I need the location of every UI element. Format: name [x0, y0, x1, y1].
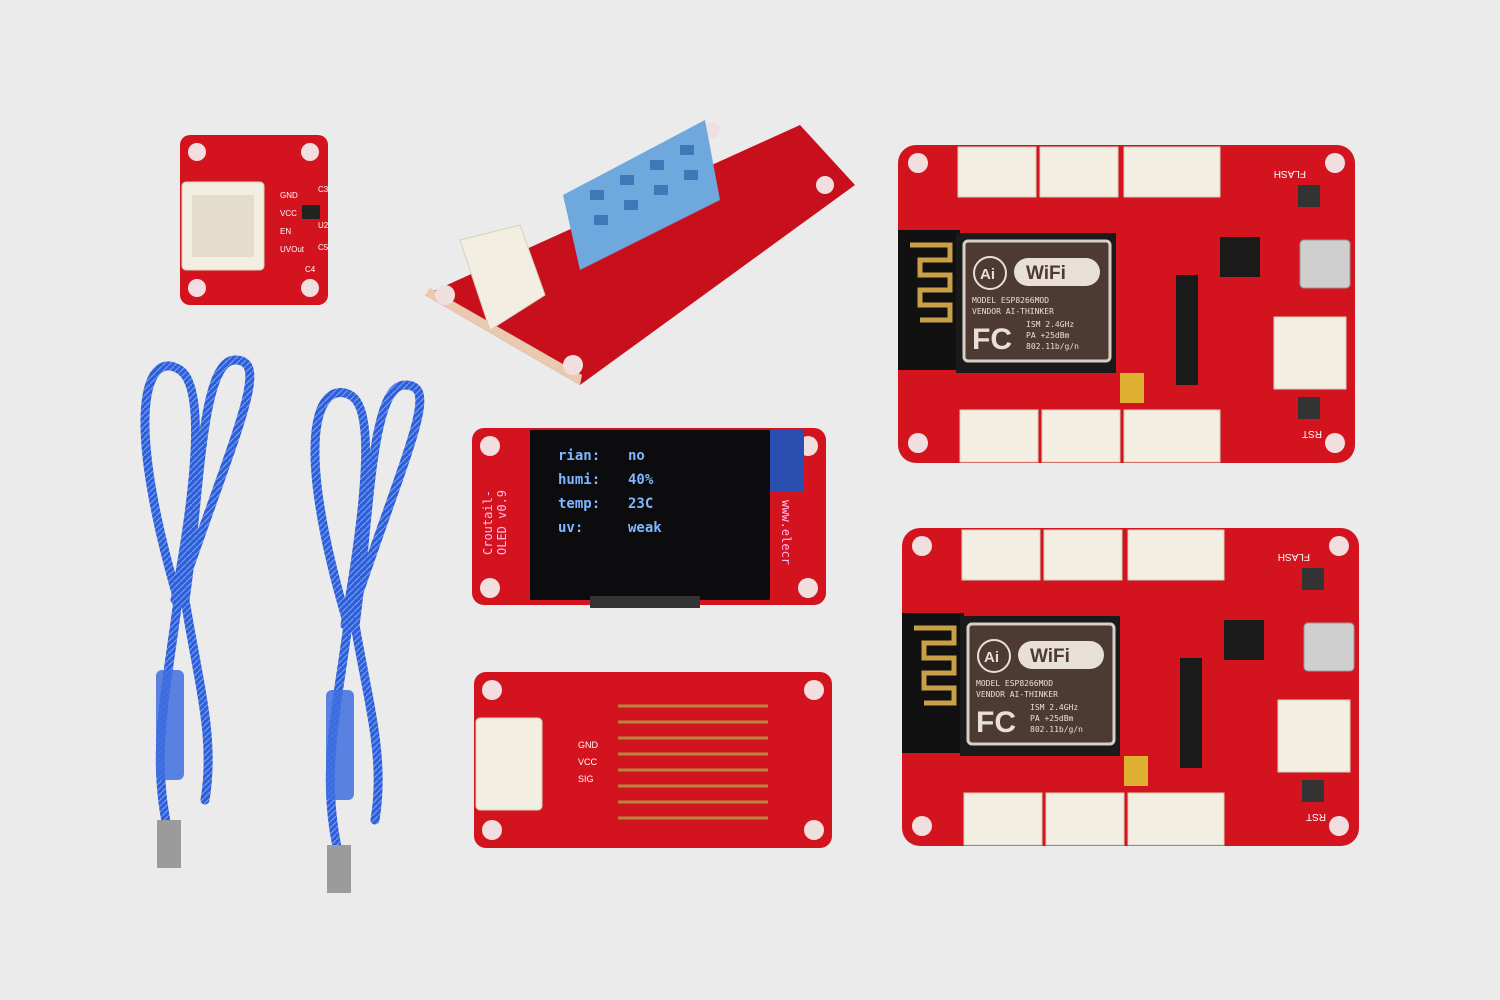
wifi-logo	[1014, 258, 1100, 286]
usb-a-connector	[157, 820, 181, 868]
capacitor	[1124, 756, 1148, 786]
usb-plug-housing	[156, 670, 184, 780]
board-label: OLED v0.9	[495, 490, 509, 555]
oled-label: humi:	[558, 472, 600, 488]
dht-sensor-board	[425, 120, 855, 385]
grove-connector	[1041, 409, 1121, 463]
micro-usb-port[interactable]	[1299, 239, 1351, 289]
water-level-sensor-board: GND VCC SIG	[474, 672, 832, 848]
grove-connector	[1127, 529, 1225, 581]
wifi-board-1: Ai WiFi MODEL ESP8266MOD VENDOR AI-THINK…	[898, 145, 1355, 463]
module-vendor: VENDOR AI-THINKER	[976, 690, 1058, 699]
oled-value: 23C	[628, 496, 653, 512]
oled-screen	[530, 430, 770, 600]
module-spec: PA +25dBm	[1030, 714, 1074, 723]
uv-sensor-board: GND VCC EN UVOut C3 U2 C5 C4	[180, 135, 329, 305]
capacitor	[1120, 373, 1144, 403]
pin-label: SIG	[578, 774, 594, 784]
module-spec: ISM 2.4GHz	[1030, 703, 1078, 712]
pin-label: UVOut	[280, 245, 305, 254]
uv-chip	[302, 205, 320, 219]
grove-connector	[1123, 409, 1221, 463]
wifi-logo-text: WiFi	[1030, 646, 1070, 667]
grove-connector	[959, 409, 1039, 463]
power-connector	[1273, 316, 1347, 390]
grove-connector	[1043, 529, 1123, 581]
grove-connector	[963, 792, 1043, 846]
usb-uart-chip	[1220, 237, 1260, 277]
reset-button[interactable]	[1302, 780, 1324, 802]
wifi-board-2: Ai WiFi MODEL ESP8266MOD VENDOR AI-THINK…	[902, 528, 1359, 846]
component-label: C3	[318, 185, 329, 194]
component-label: U2	[318, 221, 329, 230]
module-spec: ISM 2.4GHz	[1026, 320, 1074, 329]
ai-logo	[977, 639, 1011, 673]
pin-label: VCC	[578, 757, 598, 767]
rst-label: RST	[1302, 428, 1322, 439]
oled-display-board: rian: no humi: 40% temp: 23C uv: weak Cr…	[472, 428, 826, 608]
pin-label: GND	[280, 191, 298, 200]
fcc-logo: FC	[972, 323, 1012, 356]
usb-uart-chip	[1224, 620, 1264, 660]
oled-value: weak	[628, 520, 662, 536]
pin-label: EN	[280, 227, 291, 236]
wifi-logo-text: WiFi	[1026, 263, 1066, 284]
usb-cable-right	[310, 380, 425, 865]
pin-label: VCC	[280, 209, 297, 218]
grove-connector	[459, 224, 546, 331]
board-url: www.elecr	[779, 500, 793, 565]
ai-logo	[973, 256, 1007, 290]
flash-label: FLASH	[1274, 168, 1306, 179]
module-model: MODEL ESP8266MOD	[972, 296, 1049, 305]
sensing-traces	[618, 704, 768, 820]
fcc-logo: FC	[976, 706, 1016, 739]
grove-connector	[1039, 146, 1119, 198]
power-connector	[1277, 699, 1351, 773]
module-vendor: VENDOR AI-THINKER	[972, 307, 1054, 316]
wifi-logo	[1018, 641, 1104, 669]
ai-logo-text: Ai	[980, 266, 995, 283]
usb-a-connector	[327, 845, 351, 893]
component-label: C5	[318, 243, 329, 252]
module-spec: 802.11b/g/n	[1030, 725, 1083, 734]
pin-label: GND	[578, 740, 599, 750]
module-spec: PA +25dBm	[1026, 331, 1070, 340]
grove-connector	[1123, 146, 1221, 198]
module-model: MODEL ESP8266MOD	[976, 679, 1053, 688]
component-label: C4	[305, 265, 316, 274]
oled-value: no	[628, 448, 645, 464]
dht-humidity-sensor	[563, 120, 720, 270]
ai-logo-text: Ai	[984, 649, 999, 666]
board-label: Croutail-	[481, 490, 495, 555]
usb-plug-housing	[326, 690, 354, 800]
grove-connector	[1045, 792, 1125, 846]
oled-label: rian:	[558, 448, 600, 464]
flash-button[interactable]	[1298, 185, 1320, 207]
micro-usb-port[interactable]	[1303, 622, 1355, 672]
reset-button[interactable]	[1298, 397, 1320, 419]
rst-label: RST	[1306, 811, 1326, 822]
grove-connector	[475, 717, 543, 811]
grove-connector	[957, 146, 1037, 198]
flash-label: FLASH	[1278, 551, 1310, 562]
module-spec: 802.11b/g/n	[1026, 342, 1079, 351]
grove-connector	[1127, 792, 1225, 846]
oled-label: uv:	[558, 520, 583, 536]
oled-value: 40%	[628, 472, 654, 488]
oled-label: temp:	[558, 496, 600, 512]
grove-connector	[961, 529, 1041, 581]
flash-button[interactable]	[1302, 568, 1324, 590]
